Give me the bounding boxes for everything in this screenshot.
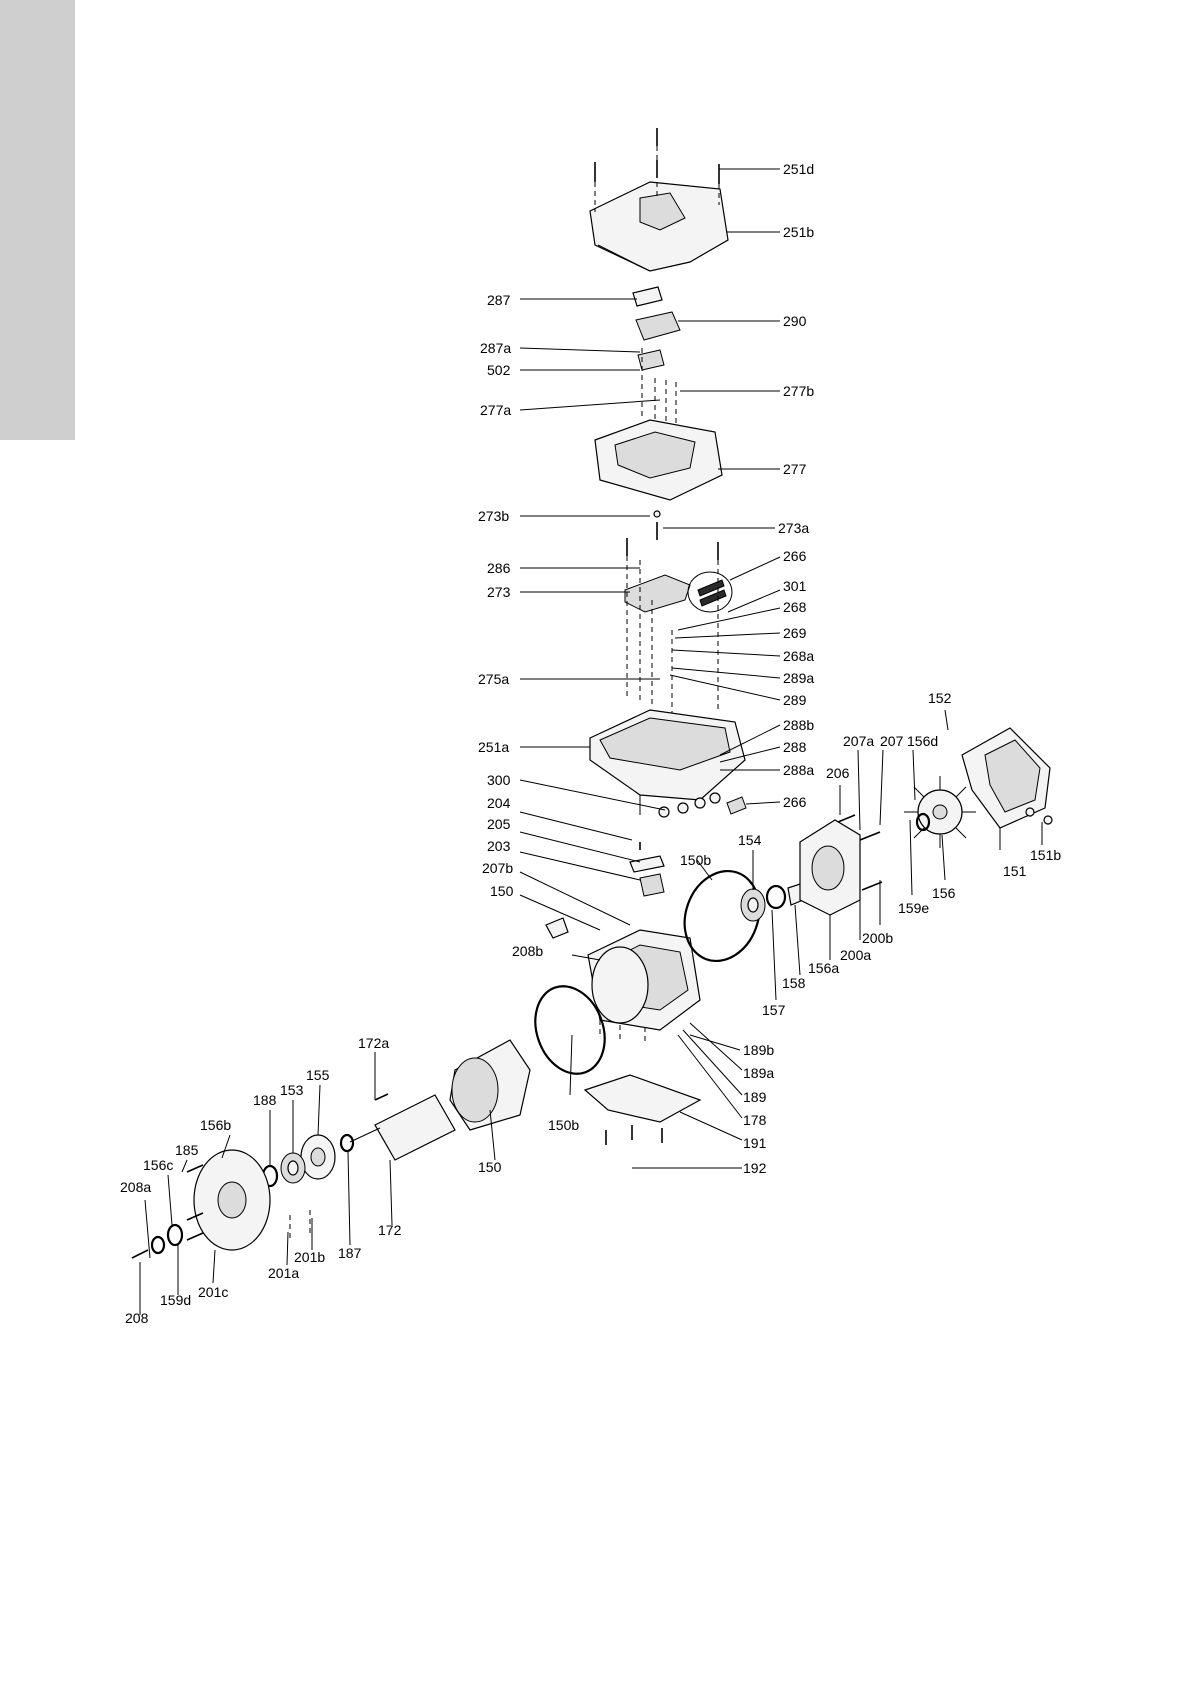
label-201b: 201b bbox=[294, 1249, 325, 1265]
label-208b: 208b bbox=[512, 943, 543, 959]
label-266: 266 bbox=[783, 548, 807, 564]
label-277: 277 bbox=[783, 461, 807, 477]
label-268: 268 bbox=[783, 599, 807, 615]
label-192: 192 bbox=[743, 1160, 767, 1176]
label-286: 286 bbox=[487, 560, 511, 576]
label-273b: 273b bbox=[478, 508, 509, 524]
label-156b: 156b bbox=[200, 1117, 231, 1133]
label-300: 300 bbox=[487, 772, 511, 788]
label-200b: 200b bbox=[862, 930, 893, 946]
terminal-box bbox=[594, 419, 723, 501]
label-288: 288 bbox=[783, 739, 807, 755]
label-205: 205 bbox=[487, 816, 511, 832]
label-152: 152 bbox=[928, 690, 952, 706]
label-288a: 288a bbox=[783, 762, 814, 778]
label-203: 203 bbox=[487, 838, 511, 854]
label-156: 156 bbox=[932, 885, 956, 901]
label-156d: 156d bbox=[907, 733, 938, 749]
label-277a: 277a bbox=[480, 402, 511, 418]
label-275a: 275a bbox=[478, 671, 509, 687]
part-labels: 251d 251b 287 290 287a 502 277b 277a 277… bbox=[120, 161, 1061, 1326]
fan-cover bbox=[961, 727, 1053, 850]
label-287: 287 bbox=[487, 292, 511, 308]
label-191: 191 bbox=[743, 1135, 767, 1151]
side-tab bbox=[0, 0, 75, 440]
label-204: 204 bbox=[487, 795, 511, 811]
gland-plate bbox=[629, 842, 665, 897]
terminal-base bbox=[589, 709, 747, 818]
label-185: 185 bbox=[175, 1142, 199, 1158]
stator-housing bbox=[545, 917, 701, 1045]
fan-end-shield bbox=[799, 814, 883, 916]
label-188: 188 bbox=[253, 1092, 277, 1108]
label-187: 187 bbox=[338, 1245, 362, 1261]
label-154: 154 bbox=[738, 832, 762, 848]
leader-lines bbox=[139, 168, 1043, 1315]
end-shield-nde bbox=[131, 1149, 311, 1259]
label-156c: 156c bbox=[143, 1157, 173, 1173]
label-266-lower: 266 bbox=[783, 794, 807, 810]
label-251d: 251d bbox=[783, 161, 814, 177]
top-cover bbox=[589, 181, 729, 272]
label-200a: 200a bbox=[840, 947, 871, 963]
label-289: 289 bbox=[783, 692, 807, 708]
fan bbox=[904, 776, 976, 848]
label-172: 172 bbox=[378, 1222, 402, 1238]
label-251a: 251a bbox=[478, 739, 509, 755]
label-273: 273 bbox=[487, 584, 511, 600]
label-150b-upper: 150b bbox=[680, 852, 711, 868]
label-153: 153 bbox=[280, 1082, 304, 1098]
label-178: 178 bbox=[743, 1112, 767, 1128]
label-290: 290 bbox=[783, 313, 807, 329]
label-172a: 172a bbox=[358, 1035, 389, 1051]
label-159d: 159d bbox=[160, 1292, 191, 1308]
label-189: 189 bbox=[743, 1089, 767, 1105]
label-150-upper: 150 bbox=[490, 883, 514, 899]
label-288b: 288b bbox=[783, 717, 814, 733]
cover-screws bbox=[594, 128, 720, 212]
o-rings bbox=[534, 869, 761, 1075]
label-502: 502 bbox=[487, 362, 511, 378]
label-155: 155 bbox=[306, 1067, 330, 1083]
bearing-nde bbox=[261, 1134, 336, 1188]
label-207b: 207b bbox=[482, 860, 513, 876]
label-301: 301 bbox=[783, 578, 807, 594]
label-201c: 201c bbox=[198, 1284, 228, 1300]
label-289a: 289a bbox=[783, 670, 814, 686]
label-151: 151 bbox=[1003, 863, 1027, 879]
label-287a: 287a bbox=[480, 340, 511, 356]
label-208: 208 bbox=[125, 1310, 149, 1326]
base-plate bbox=[583, 1074, 702, 1145]
label-189a: 189a bbox=[743, 1065, 774, 1081]
label-151b: 151b bbox=[1030, 847, 1061, 863]
label-251b: 251b bbox=[783, 224, 814, 240]
label-150b-lower: 150b bbox=[548, 1117, 579, 1133]
label-158: 158 bbox=[782, 975, 806, 991]
label-268a: 268a bbox=[783, 648, 814, 664]
label-273a: 273a bbox=[778, 520, 809, 536]
label-159e: 159e bbox=[898, 900, 929, 916]
label-189b: 189b bbox=[743, 1042, 774, 1058]
label-156a: 156a bbox=[808, 960, 839, 976]
label-207a: 207a bbox=[843, 733, 874, 749]
label-207: 207 bbox=[880, 733, 904, 749]
rotor bbox=[339, 1093, 456, 1161]
label-157: 157 bbox=[762, 1002, 786, 1018]
label-206: 206 bbox=[826, 765, 850, 781]
display-parts bbox=[632, 286, 681, 426]
stator-core bbox=[449, 1039, 531, 1131]
label-201a: 201a bbox=[268, 1265, 299, 1281]
label-150-lower: 150 bbox=[478, 1159, 502, 1175]
label-269: 269 bbox=[783, 625, 807, 641]
label-208a: 208a bbox=[120, 1179, 151, 1195]
label-277b: 277b bbox=[783, 383, 814, 399]
control-board bbox=[624, 510, 733, 720]
